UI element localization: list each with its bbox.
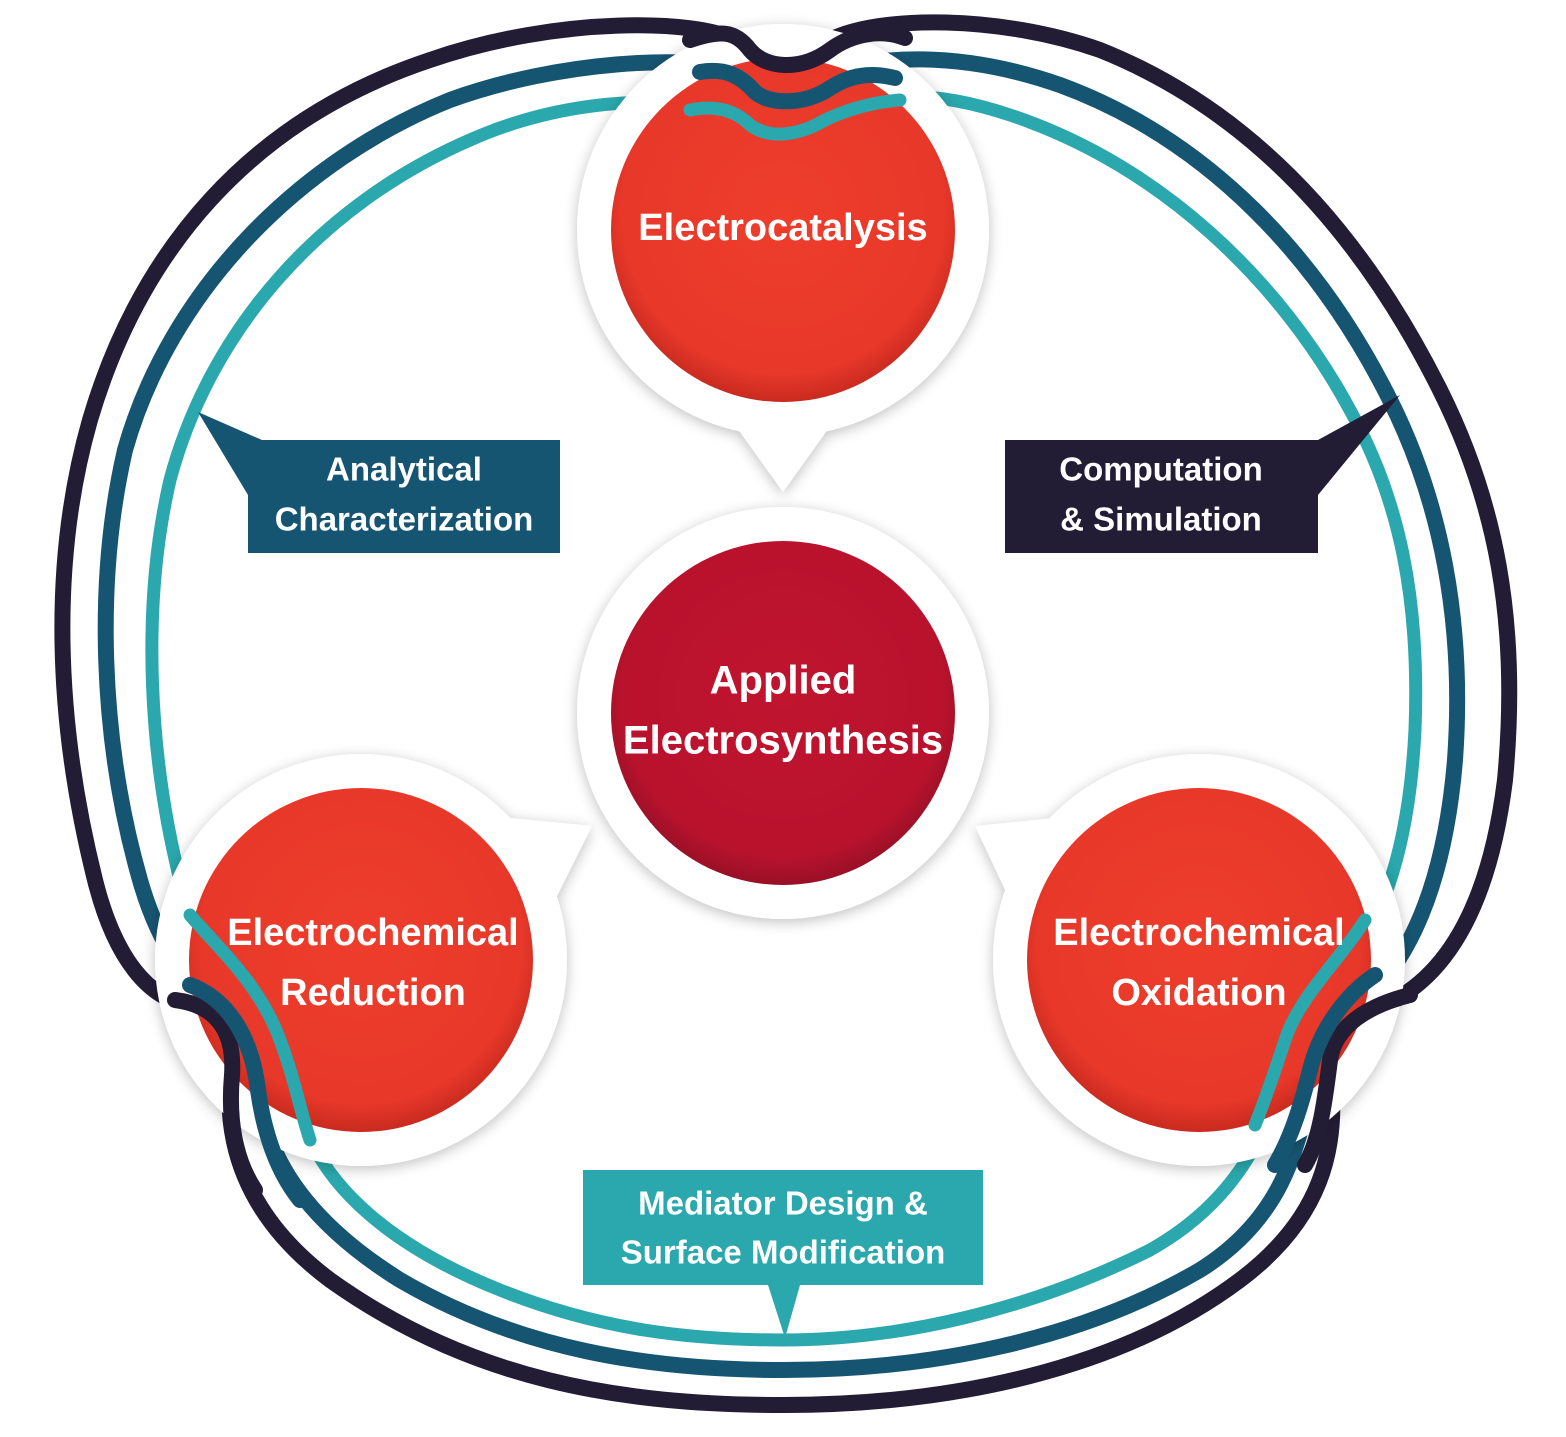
callout-mediator-box [583, 1170, 983, 1338]
node-electrochemical-reduction-line2: Reduction [280, 972, 466, 1014]
callout-mediator-line2: Surface Modification [621, 1234, 946, 1271]
callout-analytical-line1: Analytical [326, 451, 482, 488]
node-electrocatalysis-circle [611, 58, 955, 402]
callout-computation-line2: & Simulation [1060, 501, 1262, 538]
callout-analytical-line2: Characterization [275, 501, 534, 538]
node-applied-electrosynthesis-line1: Applied [710, 659, 857, 703]
node-electrochemical-oxidation-line2: Oxidation [1111, 972, 1286, 1014]
loop-overlay-top [682, 25, 913, 141]
inner-loop [145, 89, 1423, 1347]
callout-computation-line1: Computation [1059, 451, 1262, 488]
middle-loop-right-weave [1267, 967, 1383, 1173]
node-electrocatalysis-label: Electrocatalysis [638, 207, 927, 249]
node-electrochemical-oxidation-line1: Electrochemical [1053, 912, 1344, 954]
inner-loop-top-weave [683, 93, 907, 141]
middle-loop-top-weave [692, 62, 903, 110]
node-applied-electrosynthesis-circle [611, 541, 955, 885]
callout-computation-box [1005, 395, 1400, 553]
callout-analytical: Analytical Characterization [198, 412, 560, 553]
middle-loop [97, 51, 1466, 1378]
outer-loop-top-weave [682, 25, 913, 73]
loop-group [54, 14, 1518, 1413]
outer-loop-right-weave [1297, 987, 1418, 1173]
callout-mediator-line1: Mediator Design & [638, 1185, 928, 1222]
callout-analytical-box [198, 412, 560, 553]
node-electrochemical-reduction-line1: Electrochemical [227, 912, 518, 954]
outer-loop-left-weave [167, 992, 263, 1198]
middle-loop-left-weave [182, 977, 308, 1208]
loop-overlay-right [1248, 913, 1418, 1173]
callout-computation: Computation & Simulation [1005, 395, 1400, 553]
loop-overlay-left [167, 908, 317, 1208]
node-applied-electrosynthesis-line2: Electrosynthesis [623, 719, 943, 763]
outer-loop [54, 14, 1518, 1413]
callout-mediator: Mediator Design & Surface Modification [583, 1170, 983, 1338]
node-electrochemical-reduction-circle [189, 788, 533, 1132]
inner-loop-right-weave [1248, 913, 1372, 1132]
inner-loop-left-weave [183, 908, 317, 1147]
